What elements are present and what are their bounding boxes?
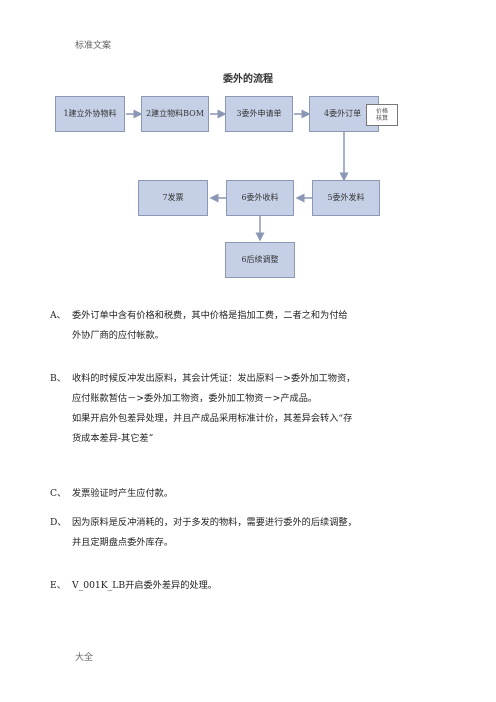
item-a-marker: A、 <box>50 310 66 321</box>
item-a: A、委外订单中含有价格和税费，其中价格是指加工费，二者之和为付给 外协厂商的应付… <box>50 306 450 346</box>
item-b-line1: 收料的时候反冲发出原料，其会计凭证：发出原料－>委外加工物资， <box>72 373 356 384</box>
item-d: D、因为原料是反冲消耗的，对于多发的物料，需要进行委外的后续调整， 并且定期盘点… <box>50 513 450 553</box>
item-e: E、 V_001K_LB开启委外差异的处理。 <box>50 576 450 596</box>
node-followup-adjust: 6后续调整 <box>225 242 295 278</box>
node-outsource-request: 3委外申请单 <box>225 96 293 132</box>
item-e-line1: V_001K_LB开启委外差异的处理。 <box>72 580 217 591</box>
item-c-marker: C、 <box>50 488 67 499</box>
item-e-marker: E、 <box>50 580 66 591</box>
page-header: 标准文案 <box>75 41 112 51</box>
item-d-line2: 并且定期盘点委外库存。 <box>72 537 174 548</box>
item-d-marker: D、 <box>50 517 67 528</box>
price-box-line2: 核算 <box>375 115 388 122</box>
diagram-title: 委外的流程 <box>223 74 273 85</box>
page-footer: 大全 <box>75 653 94 663</box>
item-b-line2: 应付账款暂估－>委外加工物资，委外加工物资－>产成品。 <box>72 393 318 404</box>
node-outsource-receive: 6委外收料 <box>226 180 294 216</box>
item-b-marker: B、 <box>50 373 66 384</box>
node-create-material: 1建立外协物料 <box>55 96 125 132</box>
item-b-line3: 如果开启外包差异处理，并且产成品采用标准计价，其差异会转入“存 <box>72 413 353 424</box>
item-c-line1: 发票验证时产生应付款。 <box>72 488 174 499</box>
item-c: C、发票验证时产生应付款。 <box>50 484 450 504</box>
node-create-bom: 2建立物料BOM <box>141 96 209 132</box>
item-a-line1: 委外订单中含有价格和税费，其中价格是指加工费，二者之和为付给 <box>72 310 348 321</box>
item-b-line4: 货成本差异-其它差” <box>72 433 154 444</box>
price-box-line1: 价格 <box>375 108 388 115</box>
node-invoice: 7发票 <box>138 180 208 216</box>
item-b: B、收料的时候反冲发出原料，其会计凭证：发出原料－>委外加工物资， 应付账款暂估… <box>50 369 450 449</box>
node-outsource-issue: 5委外发料 <box>312 180 380 216</box>
item-d-line1: 因为原料是反冲消耗的，对于多发的物料，需要进行委外的后续调整， <box>72 517 357 528</box>
price-accounting-box: 价格 核算 <box>366 104 398 126</box>
item-a-line2: 外协厂商的应付帐款。 <box>72 330 164 341</box>
